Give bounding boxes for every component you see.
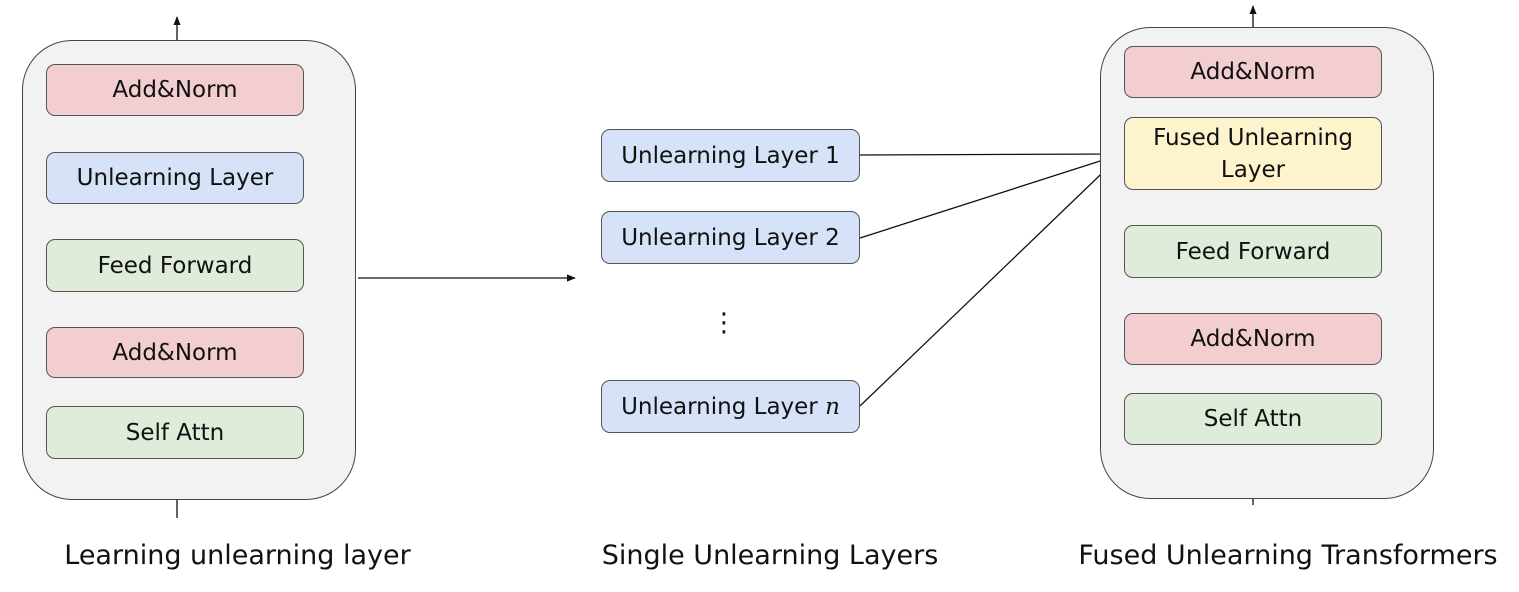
left-feed-forward: Feed Forward — [46, 239, 304, 292]
left-add-norm-bottom: Add&Norm — [46, 327, 304, 378]
unlearning-layer-1: Unlearning Layer 1 — [601, 129, 860, 182]
left-add-norm-top: Add&Norm — [46, 64, 304, 116]
left-unlearning-layer: Unlearning Layer — [46, 152, 304, 204]
unlearning-layer-n: Unlearning Layer n — [601, 380, 860, 433]
right-add-norm-top: Add&Norm — [1124, 46, 1382, 98]
middle-caption: Single Unlearning Layers — [601, 540, 939, 571]
unlearning-layer-n-label: Unlearning Layer — [621, 393, 826, 420]
right-fused-unlearning-layer: Fused Unlearning Layer — [1124, 117, 1382, 190]
right-self-attn: Self Attn — [1124, 393, 1382, 445]
unlearning-layer-2: Unlearning Layer 2 — [601, 211, 860, 264]
left-self-attn: Self Attn — [46, 406, 304, 459]
right-feed-forward: Feed Forward — [1124, 225, 1382, 278]
layer-n-to-fused-arrow — [859, 153, 1123, 407]
right-add-norm-bottom: Add&Norm — [1124, 313, 1382, 365]
layer-1-to-fused-arrow — [859, 150, 1123, 158]
ellipsis-dots: ⋮ — [711, 308, 737, 338]
left-caption: Learning unlearning layer — [64, 540, 411, 571]
layer-2-to-fused-arrow — [859, 153, 1123, 239]
unlearning-layer-n-variable: n — [825, 393, 840, 420]
right-caption: Fused Unlearning Transformers — [1078, 540, 1498, 571]
